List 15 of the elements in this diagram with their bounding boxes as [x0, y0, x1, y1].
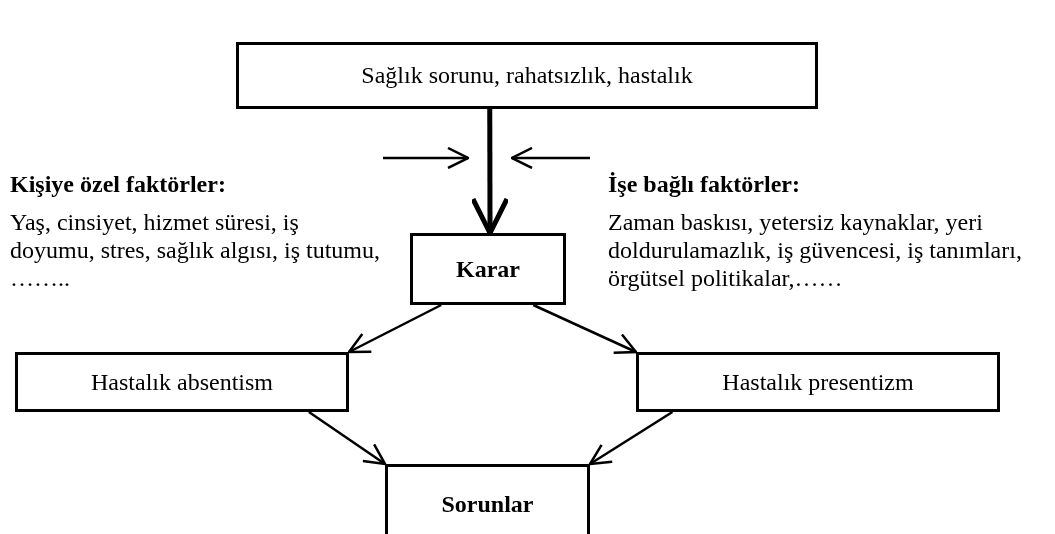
outcome-box: Hastalık absentism [15, 352, 349, 412]
arrow [308, 410, 387, 466]
factor-heading: İşe bağlı faktörler: [608, 170, 801, 198]
factor-heading: Kişiye özel faktörler: [10, 170, 227, 198]
decision-box: Karar [410, 233, 566, 305]
factor-list: Yaş, cinsiyet, hizmet süresi, iş doyumu, stres, sağlık algısı, iş tutumu, …….. [10, 208, 383, 292]
arrow [347, 303, 442, 354]
factor-list: Zaman baskısı, yetersiz kaynaklar, yeri doldurulamazlık, iş güvencesi, iş tanımları, örgütsel politikalar,…… [608, 208, 1053, 292]
arrow [588, 410, 674, 466]
arrow [532, 303, 638, 355]
result-box: Sorunlar [385, 464, 590, 534]
process-box: Sağlık sorunu, rahatsızlık, hastalık [236, 42, 818, 109]
arrow [510, 146, 590, 170]
outcome-box: Hastalık presentizm [636, 352, 1000, 412]
arrow [383, 146, 470, 170]
